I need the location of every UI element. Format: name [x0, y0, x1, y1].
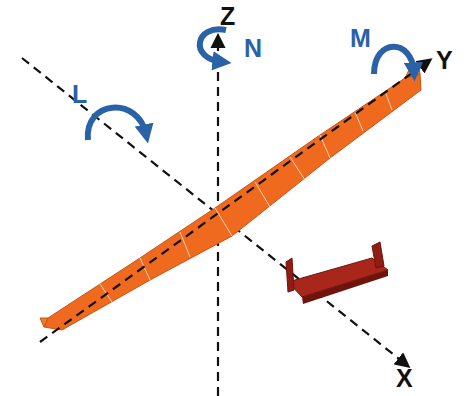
y-axis — [40, 60, 430, 342]
wing — [40, 62, 421, 330]
axis-label: Y — [436, 48, 453, 73]
moment-arrow — [200, 29, 226, 62]
moment-arrow — [88, 108, 146, 140]
moment-label: L — [72, 82, 87, 107]
moment-label: M — [350, 26, 371, 51]
moment-arrow — [374, 47, 414, 74]
axis-label: Z — [220, 4, 235, 29]
tail — [286, 242, 388, 304]
axis-label: X — [396, 366, 413, 391]
moment-label: N — [244, 36, 262, 61]
